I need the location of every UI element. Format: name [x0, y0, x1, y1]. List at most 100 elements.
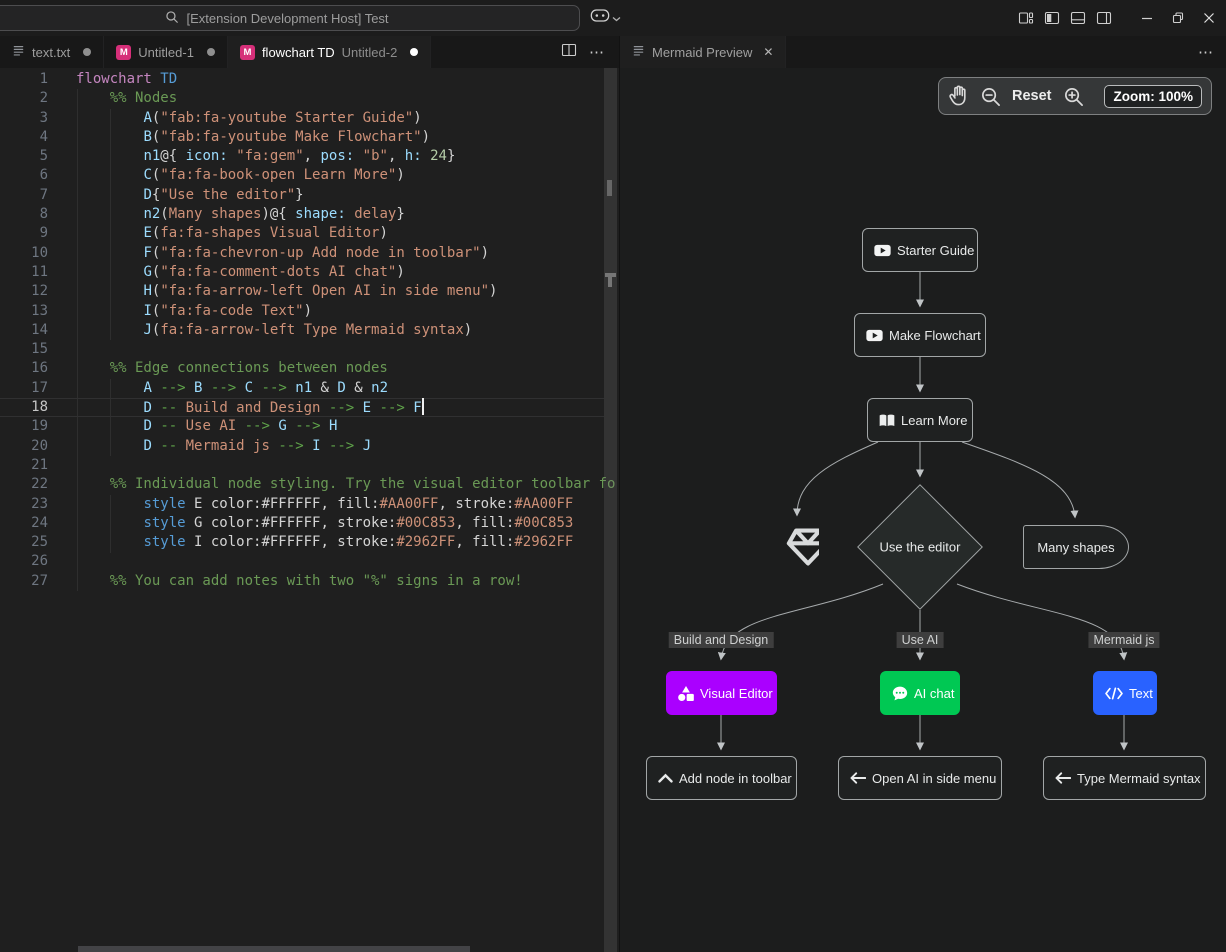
- preview-actions: ⋯: [1198, 36, 1214, 68]
- editor-line[interactable]: 9 E(fa:fa-shapes Visual Editor): [0, 224, 604, 243]
- flowchart-node-B[interactable]: Make Flowchart: [854, 313, 986, 357]
- toggle-sidebar-left-icon[interactable]: [1039, 5, 1065, 31]
- editor-line[interactable]: 21: [0, 456, 604, 475]
- pan-hand-icon[interactable]: [948, 85, 969, 108]
- editor-line[interactable]: 25 style I color:#FFFFFF, stroke:#2962FF…: [0, 533, 604, 552]
- editor-line[interactable]: 17 A --> B --> C --> n1 & D & n2: [0, 379, 604, 398]
- arrow-left-icon: [850, 772, 866, 784]
- more-actions-icon[interactable]: ⋯: [1198, 44, 1214, 61]
- more-actions-icon[interactable]: ⋯: [589, 44, 605, 61]
- horizontal-scrollbar[interactable]: [78, 946, 470, 952]
- customize-layout-icon[interactable]: [1013, 5, 1039, 31]
- tab-flowchart-td[interactable]: M flowchart TD Untitled-2: [227, 36, 432, 68]
- editor-tab-bar: text.txt M Untitled-1 M flowchart TD Unt…: [0, 36, 619, 68]
- zoom-in-icon[interactable]: [1063, 86, 1084, 107]
- line-number: 14: [31, 321, 48, 338]
- vertical-scrollbar[interactable]: [604, 68, 617, 952]
- editor-line[interactable]: 22 %% Individual node styling. Try the v…: [0, 475, 615, 494]
- shapes-icon: [678, 685, 694, 701]
- editor-line[interactable]: 7 D{"Use the editor"}: [0, 186, 604, 205]
- flowchart-node-C[interactable]: Learn More: [867, 398, 973, 442]
- editor-line[interactable]: 19 D -- Use AI --> G --> H: [0, 417, 604, 436]
- close-tab-icon[interactable]: ✕: [763, 45, 774, 59]
- line-number: 27: [31, 572, 48, 589]
- line-number: 5: [39, 148, 48, 165]
- flowchart-node-H[interactable]: Open AI in side menu: [838, 756, 1002, 800]
- editor-line[interactable]: 23 style E color:#FFFFFF, fill:#AA00FF, …: [0, 495, 604, 514]
- youtube-icon: [874, 244, 891, 257]
- line-number: 3: [39, 109, 48, 126]
- flowchart-node-F[interactable]: Add node in toolbar: [646, 756, 797, 800]
- editor-line[interactable]: 24 style G color:#FFFFFF, stroke:#00C853…: [0, 514, 604, 533]
- mermaid-icon: M: [116, 44, 132, 60]
- zoom-level-indicator[interactable]: Zoom: 100%: [1104, 84, 1202, 108]
- tab-label: Untitled-1: [138, 44, 194, 60]
- tab-text-txt[interactable]: text.txt: [0, 36, 105, 68]
- line-number: 26: [31, 553, 48, 570]
- flowchart-node-A[interactable]: Starter Guide: [862, 228, 978, 272]
- zoom-out-icon[interactable]: [980, 86, 1001, 107]
- chevron-down-icon: [612, 9, 621, 27]
- node-label: Starter Guide: [897, 242, 975, 258]
- flowchart-node-I[interactable]: Text: [1093, 671, 1157, 715]
- editor-group-splitter[interactable]: [619, 36, 620, 952]
- search-icon: [165, 10, 179, 27]
- flowchart-node-n1[interactable]: [775, 526, 819, 568]
- modified-dot[interactable]: [206, 48, 215, 56]
- window-controls: [1013, 0, 1224, 36]
- split-editor-icon[interactable]: [561, 42, 577, 63]
- line-number: 23: [31, 495, 48, 512]
- close-window-button[interactable]: [1193, 5, 1224, 31]
- editor-line[interactable]: 14 J(fa:fa-arrow-left Type Mermaid synta…: [0, 321, 604, 340]
- editor-line[interactable]: 6 C("fa:fa-book-open Learn More"): [0, 166, 604, 185]
- line-number: 4: [39, 128, 48, 145]
- window-title: [Extension Development Host] Test: [186, 10, 389, 26]
- restore-button[interactable]: [1162, 5, 1193, 31]
- flowchart-node-J[interactable]: Type Mermaid syntax: [1043, 756, 1206, 800]
- minimize-button[interactable]: [1131, 5, 1162, 31]
- line-number: 20: [31, 437, 48, 454]
- tab-mermaid-preview[interactable]: Mermaid Preview ✕: [620, 36, 787, 68]
- editor-line[interactable]: 11 G("fa:fa-comment-dots AI chat"): [0, 263, 604, 282]
- command-center-search[interactable]: [Extension Development Host] Test: [0, 5, 580, 31]
- editor-line[interactable]: 16 %% Edge connections between nodes: [0, 359, 604, 378]
- editor-line[interactable]: 3 A("fab:fa-youtube Starter Guide"): [0, 109, 604, 128]
- line-number: 12: [31, 283, 48, 300]
- editor-line[interactable]: 13 I("fa:fa-code Text"): [0, 302, 604, 321]
- editor-line[interactable]: 8 n2(Many shapes)@{ shape: delay}: [0, 205, 604, 224]
- modified-dot[interactable]: [410, 48, 419, 56]
- copilot-menu[interactable]: [590, 5, 621, 31]
- tab-untitled-1[interactable]: M Untitled-1: [104, 36, 228, 68]
- modified-dot[interactable]: [83, 48, 92, 56]
- editor-line[interactable]: 18 D -- Build and Design --> E --> F: [0, 398, 604, 417]
- editor-line[interactable]: 20 D -- Mermaid js --> I --> J: [0, 437, 604, 456]
- editor-line[interactable]: 15: [0, 340, 604, 359]
- editor-line[interactable]: 2 %% Nodes: [0, 89, 604, 108]
- flowchart-node-n2[interactable]: Many shapes: [1023, 525, 1129, 569]
- editor-line[interactable]: 12 H("fa:fa-arrow-left Open AI in side m…: [0, 282, 604, 301]
- flowchart-node-E[interactable]: Visual Editor: [666, 671, 777, 715]
- edge-label: Use AI: [896, 632, 944, 648]
- toggle-sidebar-right-icon[interactable]: [1091, 5, 1117, 31]
- editor-line[interactable]: 27 %% You can add notes with two "%" sig…: [0, 572, 604, 591]
- flowchart-node-D[interactable]: Use the editor: [857, 484, 983, 610]
- node-label: Learn More: [901, 412, 968, 428]
- editor-line[interactable]: 4 B("fab:fa-youtube Make Flowchart"): [0, 128, 604, 147]
- line-number: 8: [39, 206, 48, 223]
- line-number: 18: [31, 399, 48, 416]
- editor-line[interactable]: 26: [0, 552, 604, 571]
- toggle-panel-icon[interactable]: [1065, 5, 1091, 31]
- flowchart-node-G[interactable]: AI chat: [880, 671, 960, 715]
- tab-suffix: Untitled-2: [341, 44, 398, 60]
- edge-C-n1: [793, 441, 879, 517]
- editor-line[interactable]: 5 n1@{ icon: "fa:gem", pos: "b", h: 24}: [0, 147, 604, 166]
- editor-actions: ⋯: [561, 36, 605, 68]
- editor-line[interactable]: 10 F("fa:fa-chevron-up Add node in toolb…: [0, 244, 604, 263]
- line-number: 24: [31, 514, 48, 531]
- line-number: 15: [31, 341, 48, 358]
- reset-zoom-button[interactable]: Reset: [1012, 88, 1052, 104]
